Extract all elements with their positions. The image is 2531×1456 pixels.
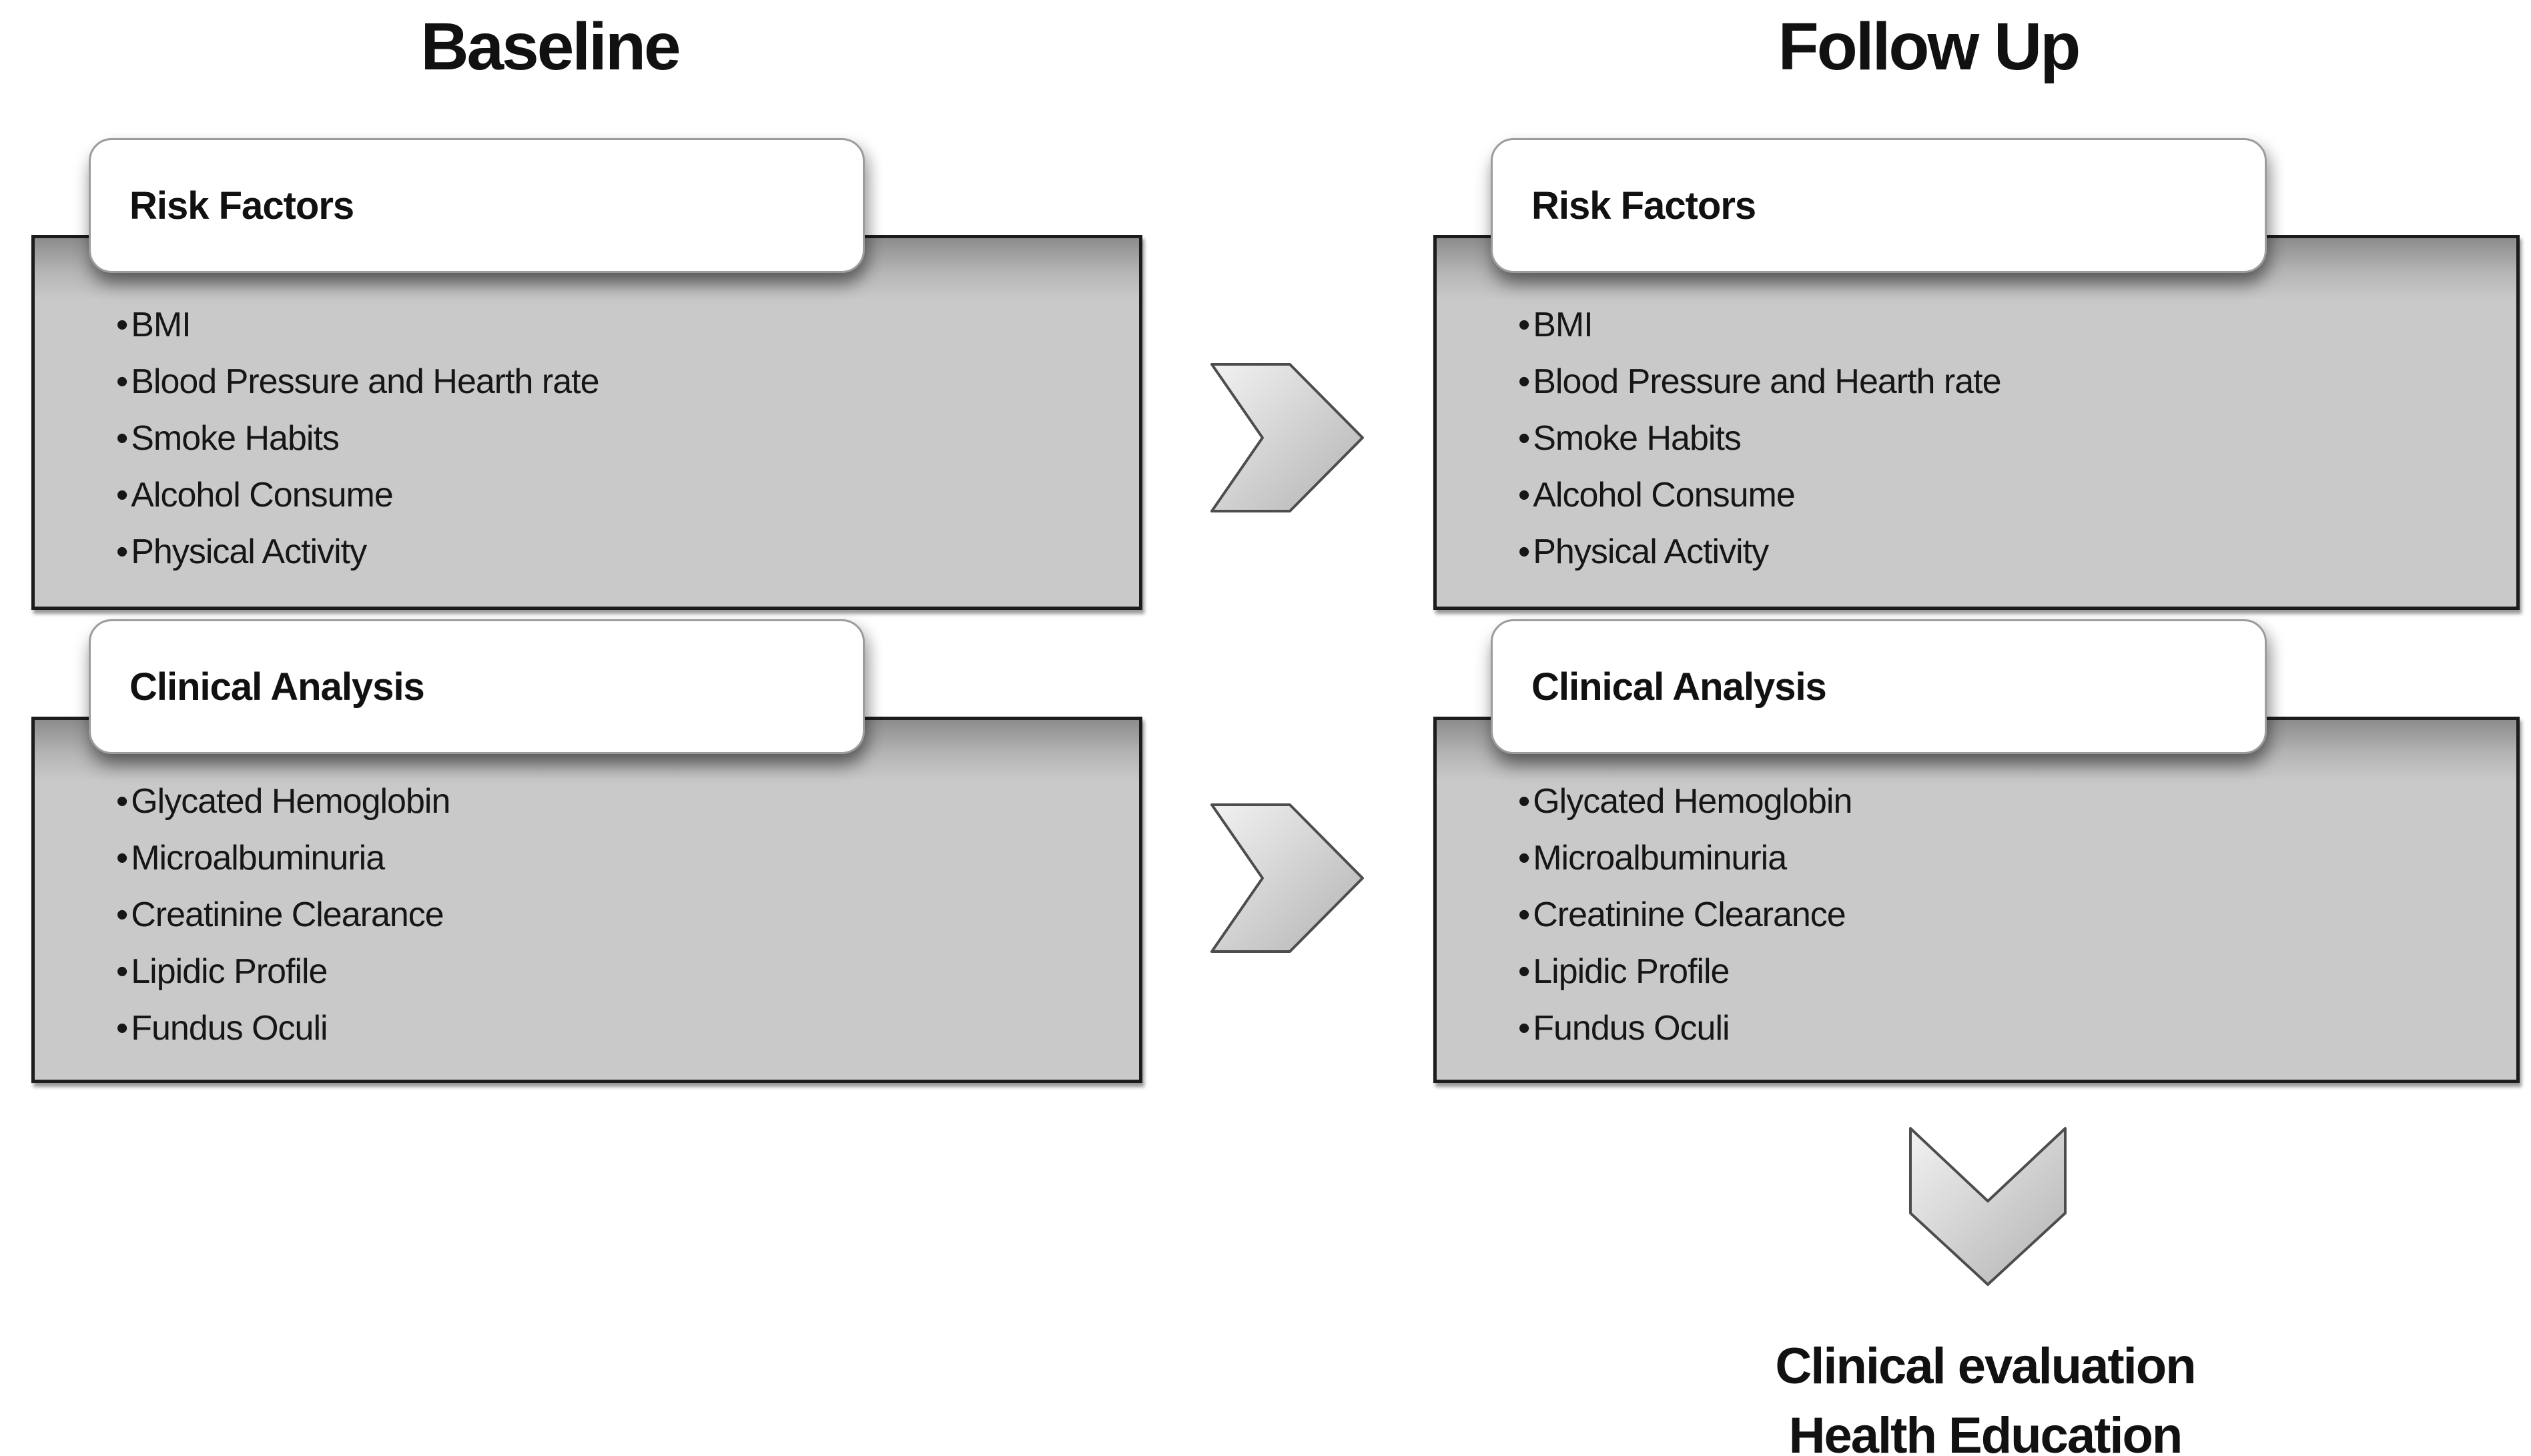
bullet-list: Glycated Hemoglobin Microalbuminuria Cre… <box>116 773 450 1057</box>
bullet-list: Glycated Hemoglobin Microalbuminuria Cre… <box>1518 773 1852 1057</box>
bullet-item: Creatinine Clearance <box>1518 887 1852 944</box>
bullet-item: Glycated Hemoglobin <box>116 773 450 830</box>
bullet-item: Glycated Hemoglobin <box>1518 773 1852 830</box>
bullet-item: Alcohol Consume <box>116 467 599 524</box>
bullet-item: Lipidic Profile <box>1518 944 1852 1000</box>
bullet-item: BMI <box>116 297 599 354</box>
bullet-item: Physical Activity <box>1518 524 2001 581</box>
bullet-item: Blood Pressure and Hearth rate <box>1518 354 2001 410</box>
panel-header-label: Risk Factors <box>129 184 354 228</box>
bullet-list: BMI Blood Pressure and Hearth rate Smoke… <box>116 297 599 581</box>
chevron-down-icon <box>1909 1127 2067 1286</box>
panel-header-label: Risk Factors <box>1531 184 1756 228</box>
bullet-item: Fundus Oculi <box>1518 1000 1852 1057</box>
chevron-right-icon <box>1210 363 1364 512</box>
bullet-item: Smoke Habits <box>116 410 599 467</box>
panel-header-followup-risk-factors: Risk Factors <box>1491 138 2267 273</box>
panel-followup-clinical-analysis: Glycated Hemoglobin Microalbuminuria Cre… <box>1433 717 2520 1083</box>
outcome-line-health-education: Health Education <box>1788 1407 2183 1456</box>
bullet-list: BMI Blood Pressure and Hearth rate Smoke… <box>1518 297 2001 581</box>
bullet-item: Smoke Habits <box>1518 410 2001 467</box>
panel-header-followup-clinical-analysis: Clinical Analysis <box>1491 619 2267 754</box>
outcome-label: Clinical evaluation Health Education <box>1668 1332 2302 1456</box>
column-title-baseline: Baseline <box>420 9 681 84</box>
panel-baseline-clinical-analysis: Glycated Hemoglobin Microalbuminuria Cre… <box>31 717 1142 1083</box>
bullet-item: BMI <box>1518 297 2001 354</box>
bullet-item: Physical Activity <box>116 524 599 581</box>
bullet-item: Creatinine Clearance <box>116 887 450 944</box>
bullet-item: Microalbuminuria <box>1518 830 1852 887</box>
panel-header-label: Clinical Analysis <box>129 665 425 709</box>
panel-followup-risk-factors: BMI Blood Pressure and Hearth rate Smoke… <box>1433 235 2520 610</box>
column-title-followup: Follow Up <box>1778 9 2081 84</box>
panel-baseline-risk-factors: BMI Blood Pressure and Hearth rate Smoke… <box>31 235 1142 610</box>
bullet-item: Alcohol Consume <box>1518 467 2001 524</box>
chevron-right-icon <box>1210 803 1364 953</box>
bullet-item: Fundus Oculi <box>116 1000 450 1057</box>
bullet-item: Blood Pressure and Hearth rate <box>116 354 599 410</box>
outcome-line-clinical-evaluation: Clinical evaluation <box>1775 1338 2196 1395</box>
panel-header-label: Clinical Analysis <box>1531 665 1827 709</box>
panel-header-baseline-clinical-analysis: Clinical Analysis <box>89 619 865 754</box>
bullet-item: Lipidic Profile <box>116 944 450 1000</box>
panel-header-baseline-risk-factors: Risk Factors <box>89 138 865 273</box>
bullet-item: Microalbuminuria <box>116 830 450 887</box>
